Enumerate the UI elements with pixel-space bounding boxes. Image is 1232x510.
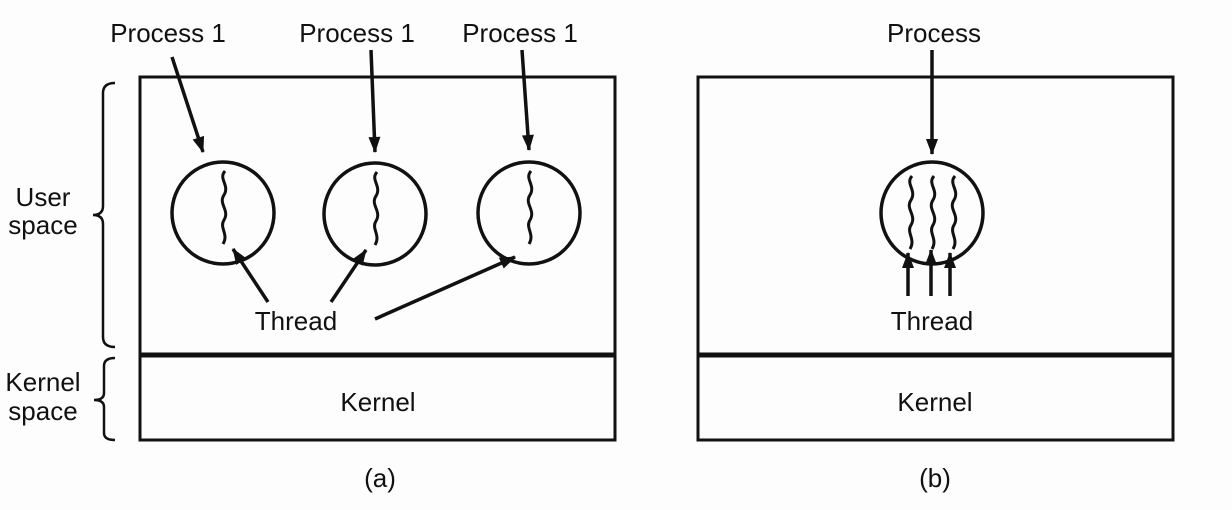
kernel-label-a: Kernel xyxy=(340,387,415,417)
process-box-b xyxy=(696,75,1175,442)
thread-arrow-a-2 xyxy=(329,249,368,303)
process-arrow-a-1 xyxy=(170,56,205,153)
process-label-b: Process xyxy=(887,18,981,48)
thread-squiggle-a-2 xyxy=(372,170,380,247)
caption-b: (b) xyxy=(919,463,951,493)
thread-label-b: Thread xyxy=(891,306,973,336)
kernel-space-label-line1: Kernel xyxy=(5,367,80,397)
thread-arrow-a-3 xyxy=(374,255,516,321)
process-circle-a-2 xyxy=(322,161,428,267)
process-arrow-a-2 xyxy=(368,49,381,153)
process-arrow-a-3 xyxy=(520,49,534,151)
thread-squiggle-a-1 xyxy=(220,169,228,246)
caption-a: (a) xyxy=(364,463,396,493)
process-circle-a-1 xyxy=(170,160,276,266)
panel-b: Process Thread Kernel (b) xyxy=(696,18,1175,493)
panel-a: Process 1 Process 1 Process 1 Thread Ker… xyxy=(110,18,617,493)
process-label-a-3: Process 1 xyxy=(462,18,578,48)
process-box-a xyxy=(138,75,617,442)
thread-label-a: Thread xyxy=(255,306,337,336)
thread-squiggle-b-1 xyxy=(907,174,915,251)
process-circle-a-3 xyxy=(476,160,582,266)
thread-squiggle-b-2 xyxy=(929,174,937,251)
thread-squiggle-b-3 xyxy=(950,174,958,251)
kernel-space-label-line2: space xyxy=(8,396,77,426)
kernel-label-b: Kernel xyxy=(897,387,972,417)
user-space-label-line1: User xyxy=(16,182,71,212)
thread-squiggle-a-3 xyxy=(526,169,534,246)
process-label-a-1: Process 1 xyxy=(110,18,226,48)
thread-arrow-a-1 xyxy=(231,248,270,303)
kernel-space-brace xyxy=(93,356,116,442)
user-space-brace xyxy=(92,81,116,349)
process-label-a-2: Process 1 xyxy=(299,18,415,48)
user-space-label-line2: space xyxy=(8,210,77,240)
side-labels: User space Kernel space xyxy=(5,81,116,442)
